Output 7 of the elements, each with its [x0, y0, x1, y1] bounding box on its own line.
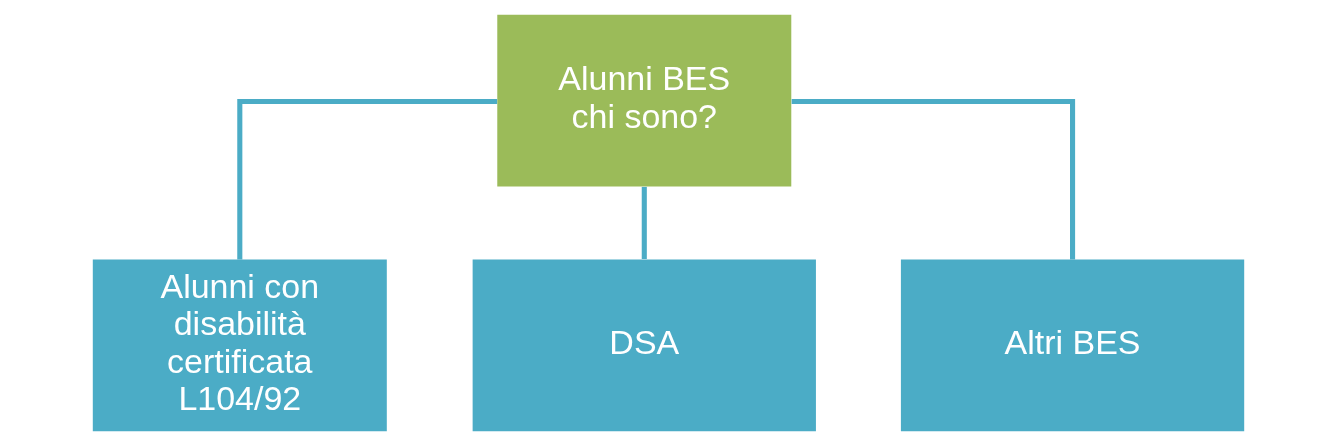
node-box: DSA: [472, 259, 816, 432]
node-box: Alunni con disabilità certificata L104/92: [92, 259, 387, 432]
connector: [641, 186, 647, 260]
connector: [791, 98, 1076, 260]
node-box: Altri BES: [900, 259, 1245, 432]
connector: [237, 98, 498, 260]
node-box: Alunni BES chi sono?: [497, 14, 792, 187]
